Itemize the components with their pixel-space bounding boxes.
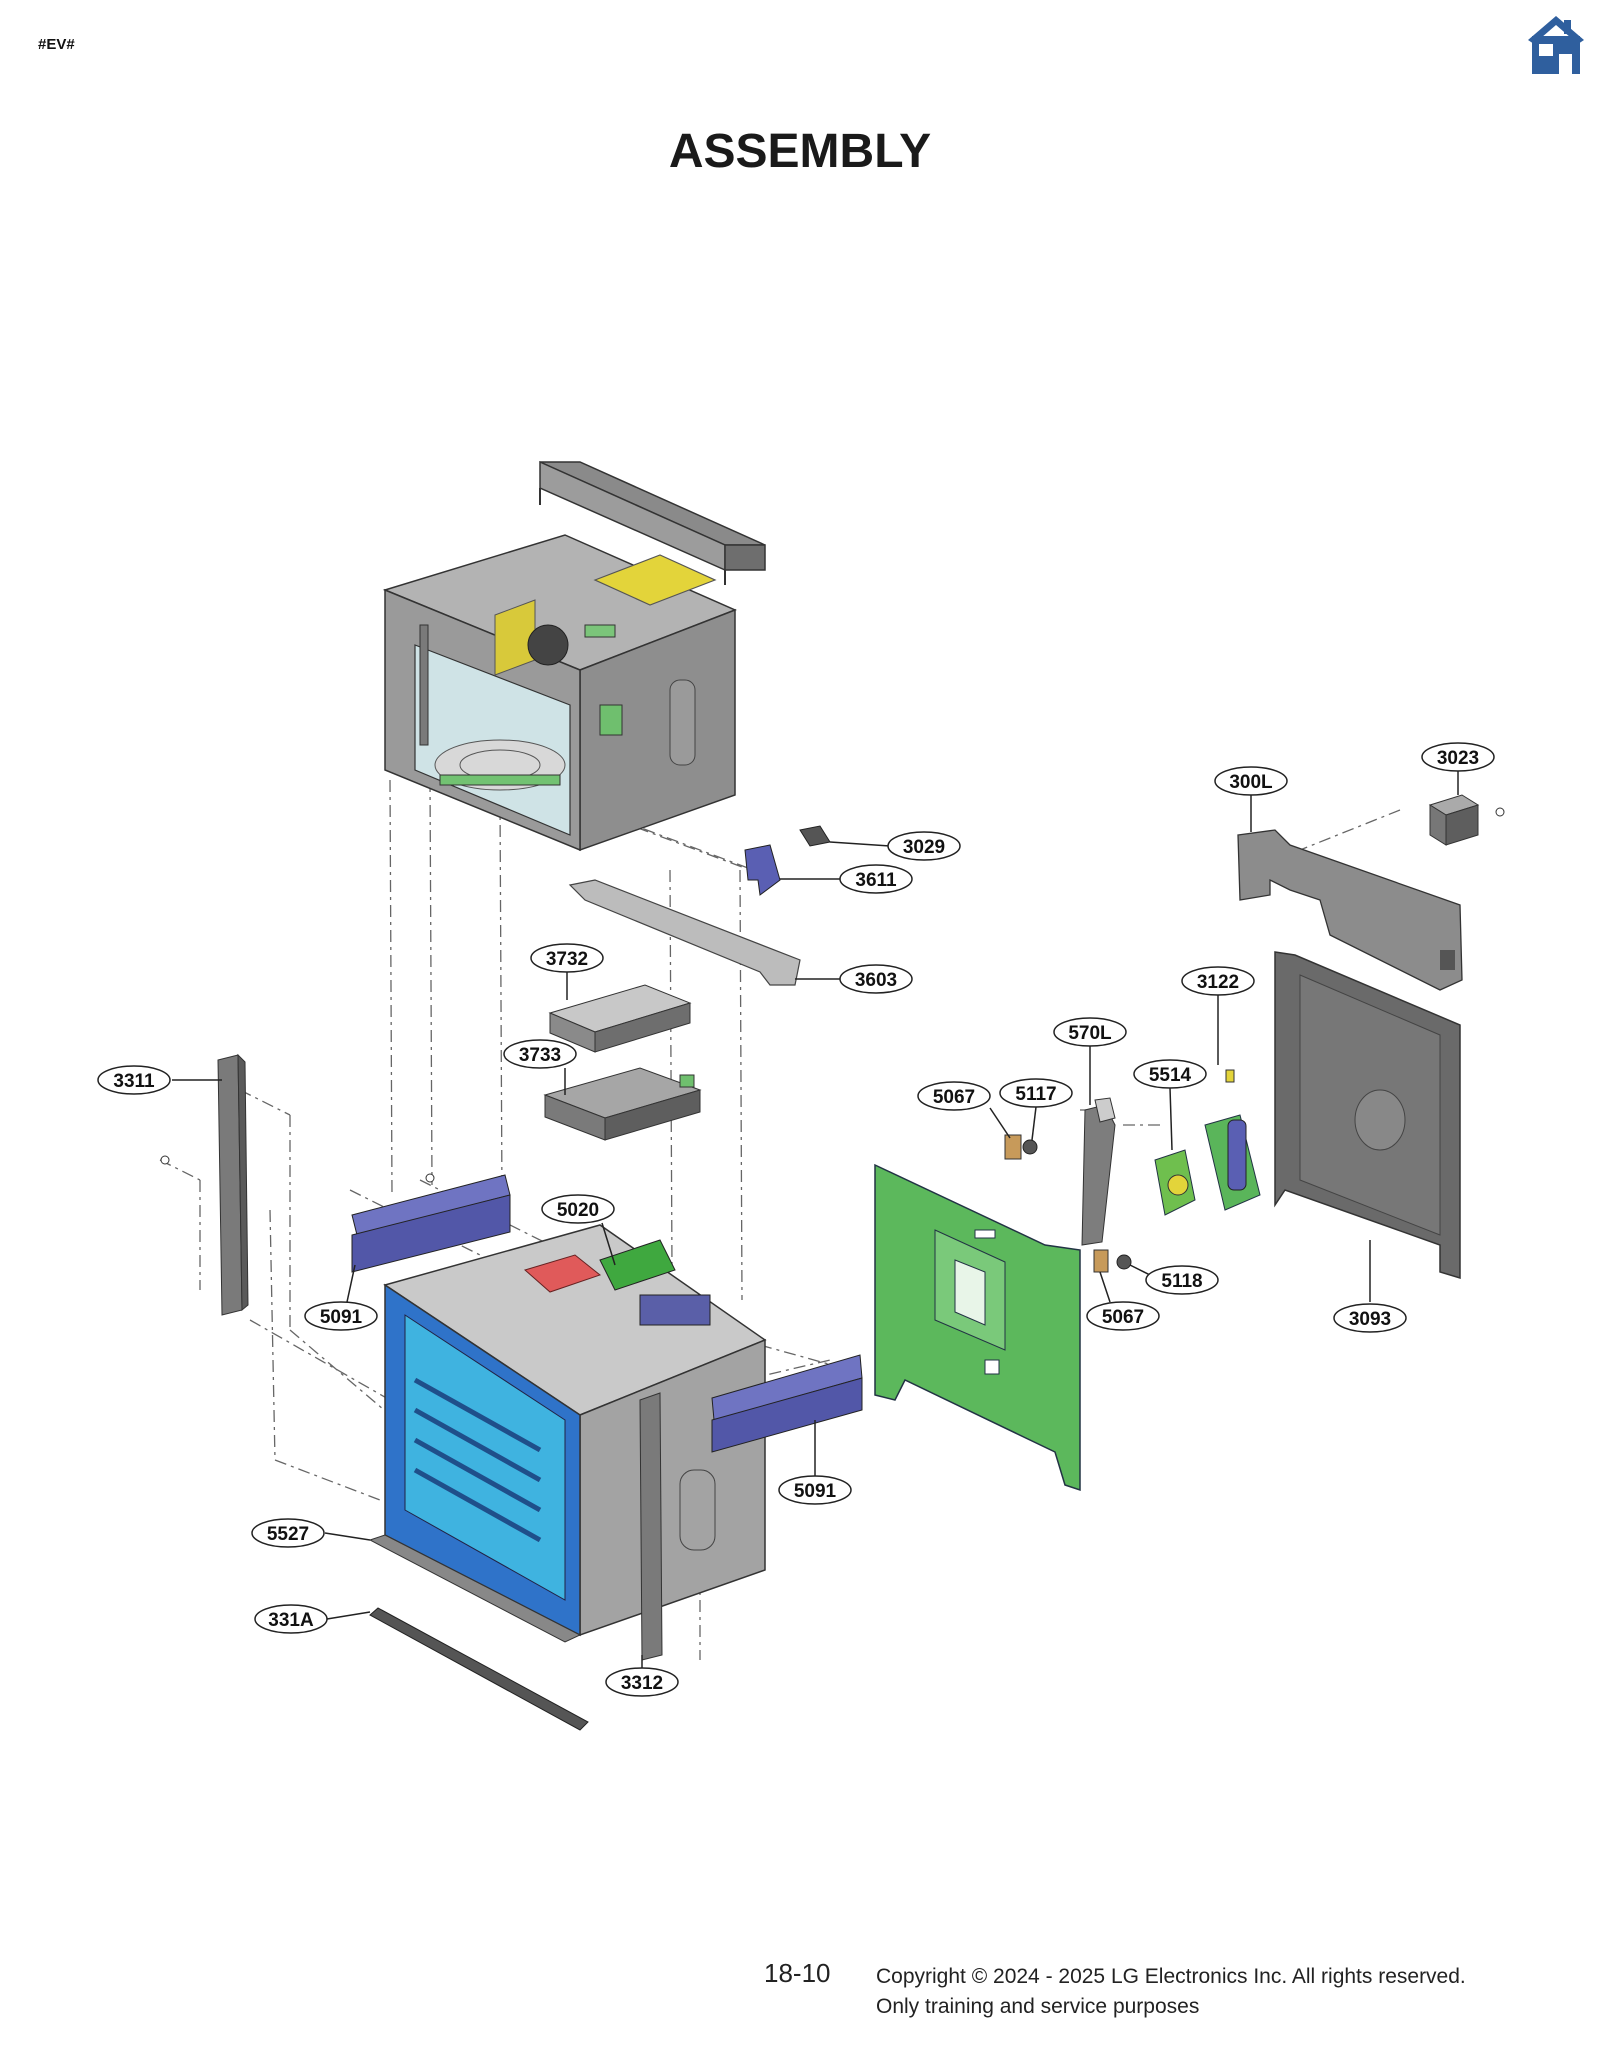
part-5091-left-vent bbox=[351, 1173, 511, 1273]
svg-text:5118: 5118 bbox=[1161, 1271, 1202, 1292]
callout-3733: 3733 bbox=[503, 1039, 577, 1069]
svg-text:570L: 570L bbox=[1068, 1023, 1112, 1044]
part-5527-trim bbox=[368, 1534, 582, 1643]
svg-text:3029: 3029 bbox=[903, 837, 945, 858]
part-5091-right-vent bbox=[711, 1354, 863, 1453]
part-3023-box bbox=[1428, 794, 1505, 846]
callout-570l: 570L bbox=[1053, 1017, 1127, 1047]
green-back-panel bbox=[874, 1163, 1081, 1492]
svg-text:3023: 3023 bbox=[1437, 748, 1479, 769]
callout-5020: 5020 bbox=[541, 1194, 615, 1224]
small-sensor-parts bbox=[1004, 1134, 1132, 1273]
svg-text:5067: 5067 bbox=[1102, 1307, 1144, 1328]
callout-3611: 3611 bbox=[839, 864, 913, 894]
callout-5067-lower: 5067 bbox=[1086, 1301, 1160, 1331]
callout-5091-right: 5091 bbox=[778, 1475, 852, 1505]
svg-text:3733: 3733 bbox=[519, 1045, 561, 1066]
home-icon[interactable] bbox=[1528, 14, 1584, 76]
page-title: ASSEMBLY bbox=[668, 125, 932, 178]
callout-5067-upper: 5067 bbox=[917, 1081, 991, 1111]
part-3732-box bbox=[548, 984, 692, 1053]
callout-3093: 3093 bbox=[1333, 1303, 1407, 1333]
lower-oven-cavity bbox=[383, 1224, 767, 1661]
callout-3122: 3122 bbox=[1181, 966, 1255, 996]
part-3611-bracket bbox=[744, 844, 781, 896]
svg-text:5091: 5091 bbox=[794, 1481, 837, 1502]
svg-text:300L: 300L bbox=[1229, 772, 1273, 793]
part-3311-rail bbox=[160, 1053, 249, 1316]
svg-text:3732: 3732 bbox=[546, 949, 588, 970]
part-3029-bracket bbox=[799, 825, 831, 847]
svg-text:5514: 5514 bbox=[1149, 1065, 1192, 1086]
callout-3029: 3029 bbox=[887, 831, 961, 861]
part-300l-cover bbox=[1237, 829, 1463, 991]
callout-3732: 3732 bbox=[530, 943, 604, 973]
upper-oven-cavity bbox=[382, 534, 737, 852]
callout-3312: 3312 bbox=[605, 1667, 679, 1697]
copyright-line: Copyright © 2024 - 2025 LG Electronics I… bbox=[876, 1965, 1466, 1988]
copyright-notice: Copyright © 2024 - 2025 LG Electronics I… bbox=[876, 1962, 1466, 2022]
svg-text:3312: 3312 bbox=[621, 1673, 663, 1694]
part-331a-strip bbox=[369, 1607, 589, 1731]
svg-text:3311: 3311 bbox=[113, 1071, 155, 1092]
document-code: #EV# bbox=[38, 36, 75, 53]
svg-text:5020: 5020 bbox=[557, 1200, 599, 1221]
part-3093-rear-panel bbox=[1274, 951, 1461, 1280]
svg-text:3093: 3093 bbox=[1349, 1309, 1391, 1330]
svg-text:3611: 3611 bbox=[855, 870, 897, 891]
part-3603-bracket bbox=[568, 879, 801, 986]
callout-331a: 331A bbox=[254, 1604, 328, 1634]
callout-leader-lines bbox=[172, 770, 1459, 1668]
callout-5091-left: 5091 bbox=[304, 1301, 378, 1331]
svg-text:5091: 5091 bbox=[320, 1307, 363, 1328]
callout-5118: 5118 bbox=[1145, 1265, 1219, 1295]
svg-text:3603: 3603 bbox=[855, 970, 897, 991]
svg-text:5527: 5527 bbox=[267, 1524, 309, 1545]
callout-3603: 3603 bbox=[839, 964, 913, 994]
part-3733-tray bbox=[543, 1067, 702, 1141]
callout-3023: 3023 bbox=[1421, 742, 1495, 772]
part-570l-duct bbox=[1081, 1097, 1116, 1246]
purpose-line: Only training and service purposes bbox=[876, 1995, 1200, 2018]
callout-5117: 5117 bbox=[999, 1078, 1073, 1108]
svg-text:331A: 331A bbox=[268, 1610, 314, 1631]
callout-5514: 5514 bbox=[1133, 1059, 1207, 1089]
part-3122-module bbox=[1204, 1069, 1261, 1211]
top-cover-panel bbox=[539, 460, 766, 585]
assembly-guide-lines bbox=[159, 779, 1401, 1660]
svg-text:5117: 5117 bbox=[1015, 1084, 1056, 1105]
svg-text:5067: 5067 bbox=[933, 1087, 975, 1108]
callout-3311: 3311 bbox=[97, 1065, 171, 1095]
svg-text:3122: 3122 bbox=[1197, 972, 1239, 993]
callout-5527: 5527 bbox=[251, 1518, 325, 1548]
part-5514-board bbox=[1154, 1149, 1196, 1216]
page-number: 18-10 bbox=[764, 1958, 831, 1988]
callout-300l: 300L bbox=[1214, 766, 1288, 796]
